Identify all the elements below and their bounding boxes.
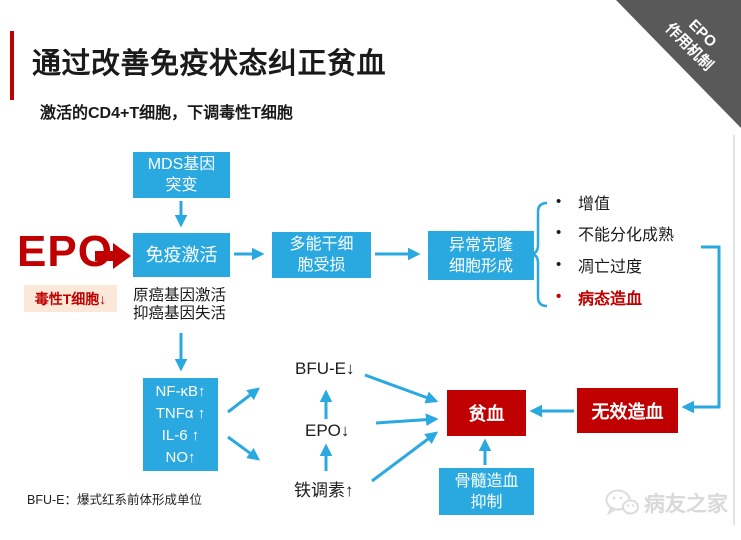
stem-cell-damage-box: 多能干细 胞受损 xyxy=(272,232,371,278)
watermark: 病友之家 xyxy=(605,488,728,518)
anemia-box: 贫血 xyxy=(447,390,526,436)
wechat-bubbles-icon xyxy=(605,489,639,516)
epo-label: EPO xyxy=(17,227,113,276)
arrow-hepcidin-to-anemia xyxy=(371,431,439,483)
arrow-bfu-to-anemia xyxy=(364,373,439,404)
bullet-text: 增值 xyxy=(578,195,611,213)
clone-line-1: 异常克隆 xyxy=(448,236,513,254)
bullet-dot xyxy=(556,193,578,211)
list-item-dysplastic-hematopoiesis: 病态造血 xyxy=(556,287,643,308)
hepcidin-up-label: 铁调素↑ xyxy=(294,481,354,500)
marrow-line-1: 骨髓造血 xyxy=(454,472,519,490)
oncogene-line-1: 原癌基因激活 xyxy=(133,287,227,304)
oncogene-line-2: 抑癌基因失活 xyxy=(133,304,227,322)
oncogene-note: 原癌基因激活 抑癌基因失活 xyxy=(133,287,226,322)
bullet-dot xyxy=(556,256,578,274)
ineffective-hematopoiesis-box: 无效造血 xyxy=(577,388,678,433)
no-line: NO↑ xyxy=(165,448,196,466)
title-accent-bar xyxy=(10,31,14,100)
arrow-nfkb-upper xyxy=(227,387,260,414)
cytokines-box: NF-κB↑ TNFα ↑ IL-6 ↑ NO↑ xyxy=(143,378,218,471)
bfu-e-down-label: BFU-E↓ xyxy=(295,359,355,378)
bullet-text: 病态造血 xyxy=(578,290,643,308)
mds-mutation-box: MDS基因 突变 xyxy=(133,152,230,198)
bullet-dot xyxy=(556,288,578,306)
bullet-dot xyxy=(556,224,578,242)
toxic-tcell-box: 毒性T细胞↓ xyxy=(24,285,117,312)
mds-line-2: 突变 xyxy=(165,177,198,194)
right-edge-divider xyxy=(733,135,735,525)
corner-banner-triangle xyxy=(616,0,741,128)
clone-line-2: 细胞形成 xyxy=(448,257,513,275)
footnote: BFU-E：爆式红系前体形成单位 xyxy=(27,493,203,507)
tnfa-line: TNFα ↑ xyxy=(155,404,206,422)
il6-line: IL-6 ↑ xyxy=(161,426,200,444)
arrow-nfkb-lower xyxy=(227,435,261,461)
bullet-text: 凋亡过度 xyxy=(578,258,643,276)
stem-line-2: 胞受损 xyxy=(297,257,346,274)
epo-down-label: EPO↓ xyxy=(305,421,350,440)
arrow-epodown-to-anemia xyxy=(375,413,439,426)
page-title: 通过改善免疫状态纠正贫血 xyxy=(32,48,387,80)
immune-activation-box: 免疫激活 xyxy=(133,233,230,277)
watermark-text: 病友之家 xyxy=(644,493,728,516)
list-item-no-differentiation: 不能分化成熟 xyxy=(556,223,675,244)
marrow-suppression-box: 骨髓造血 抑制 xyxy=(439,468,534,515)
arrow-elbow-to-ineffective xyxy=(681,245,721,414)
marrow-line-2: 抑制 xyxy=(470,493,503,511)
bullet-text: 不能分化成熟 xyxy=(578,226,675,244)
list-item-proliferation: 增值 xyxy=(556,192,611,213)
nfkb-line: NF-κB↑ xyxy=(155,382,206,400)
list-item-apoptosis: 凋亡过度 xyxy=(556,255,643,276)
stem-line-1: 多能干细 xyxy=(289,236,354,253)
abnormal-clone-box: 异常克隆 细胞形成 xyxy=(428,231,534,280)
page-subtitle: 激活的CD4+T细胞，下调毒性T细胞 xyxy=(40,105,293,122)
mds-line-1: MDS基因 xyxy=(147,156,216,173)
